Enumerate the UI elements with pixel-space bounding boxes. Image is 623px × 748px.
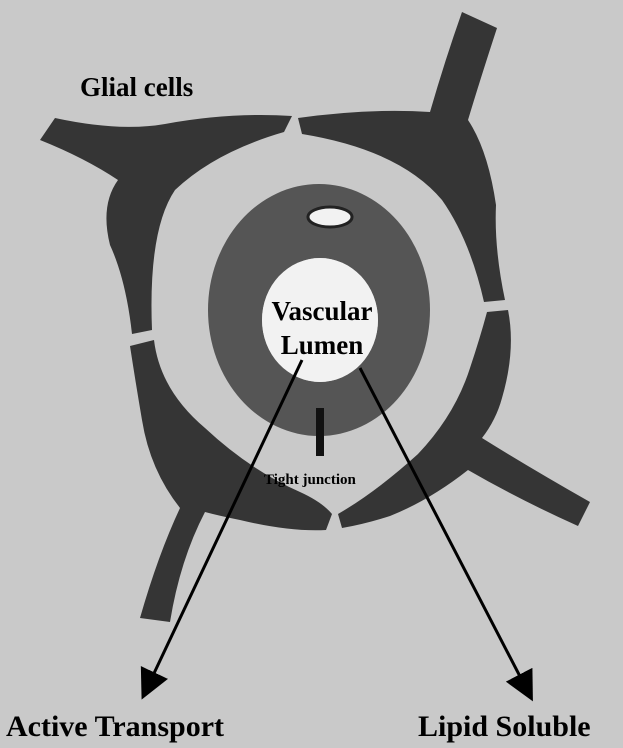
label-lipid-soluble: Lipid Soluble [418,710,591,743]
tight-junction-mark [316,408,324,456]
label-active-transport: Active Transport [6,710,224,743]
label-lumen: Lumen [281,330,364,360]
label-tight-junction: Tight junction [264,472,356,488]
endothelial-nucleus [308,207,352,227]
label-glial-cells: Glial cells [80,72,193,102]
label-vascular: Vascular [271,296,372,326]
